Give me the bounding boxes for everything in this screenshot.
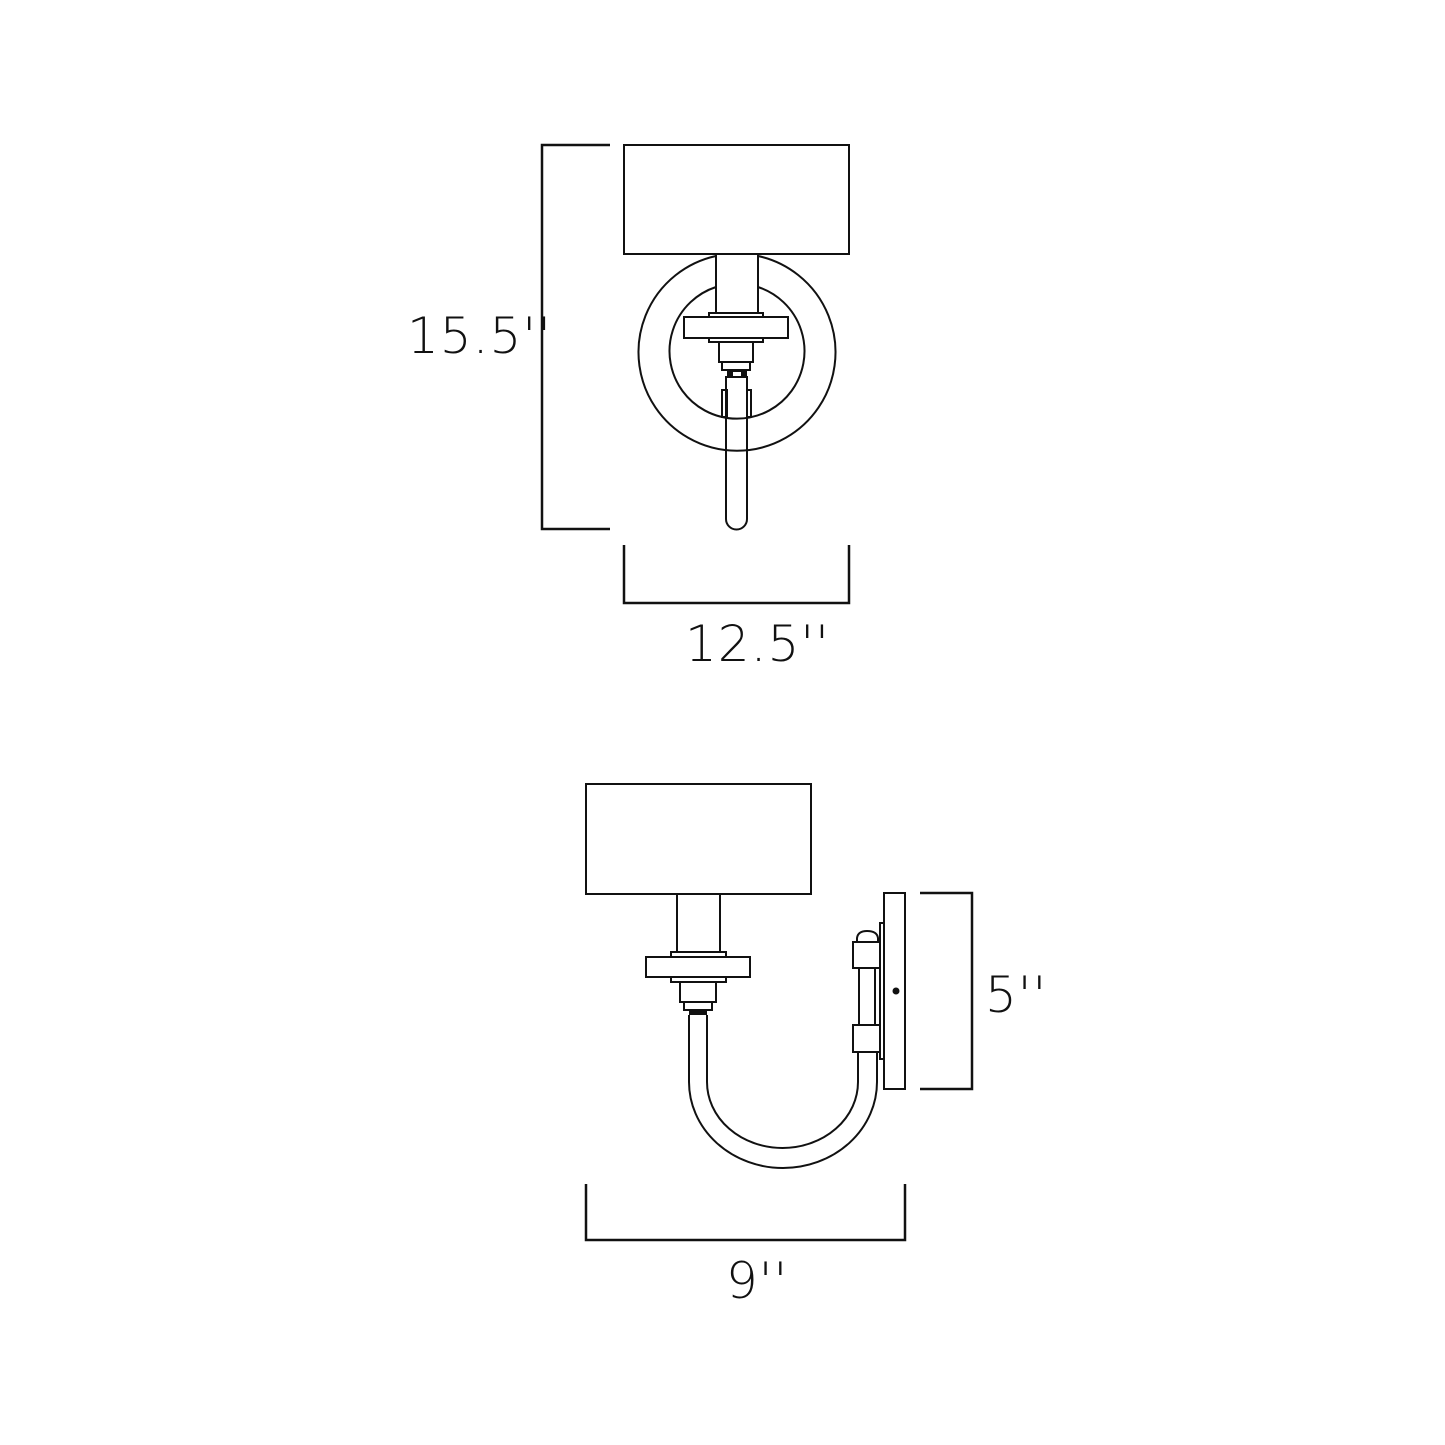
height-dimension-bracket [540, 143, 610, 531]
side-backplate-screw [892, 987, 900, 995]
side-lower-mount-block [852, 1024, 881, 1053]
front-threaded-ring-hole [733, 372, 741, 376]
front-shade [623, 144, 850, 255]
width-dimension-label: 12.5'' [685, 615, 830, 673]
side-arm-outer [688, 1015, 878, 1169]
side-mount-tube [858, 967, 876, 1026]
side-shade [585, 783, 812, 895]
front-arm [725, 376, 748, 531]
front-backplate-inner-ring [668, 286, 806, 420]
height-dimension-label: 15.5'' [407, 307, 552, 365]
front-view [540, 143, 851, 605]
front-backplate-outer-ring [637, 255, 837, 452]
front-socket-neck [721, 361, 751, 371]
side-arm-inner [706, 1015, 859, 1149]
side-stem [676, 893, 721, 953]
side-socket-neck [683, 1001, 713, 1011]
side-threaded-ring [689, 1009, 707, 1015]
extension-dimension-bracket [584, 1184, 907, 1242]
side-socket [679, 981, 717, 1003]
extension-dimension-label: 9'' [726, 1252, 789, 1310]
side-view [584, 783, 974, 1242]
backplate-height-dimension-label: 5'' [985, 966, 1048, 1024]
front-stem [715, 253, 759, 314]
side-finial-cap [856, 929, 879, 943]
front-socket [718, 341, 754, 363]
side-upper-mount-block [852, 941, 881, 969]
side-bobeche-plate [645, 956, 751, 978]
front-bobeche-plate [683, 316, 789, 339]
width-dimension-bracket [622, 545, 851, 605]
side-backplate [883, 892, 906, 1090]
backplate-height-dimension-bracket [920, 891, 974, 1091]
